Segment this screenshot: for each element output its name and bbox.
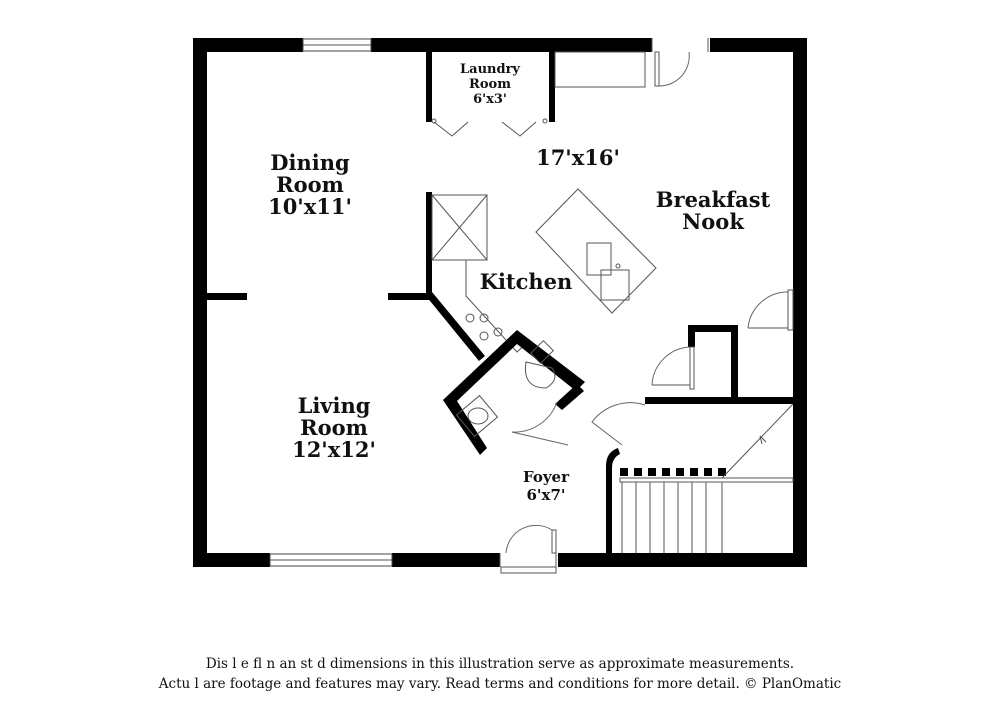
range-icon [465,313,503,341]
stair-railing [620,468,726,476]
breakfast-nook-label-2: Nook [682,209,744,234]
living-room-label: Living [298,393,371,418]
partial-wall-left [207,293,247,300]
stairs [606,403,794,553]
dining-room-label-2: Room [276,172,344,197]
kitchen-island [535,188,657,314]
living-room-label-2: Room [300,415,368,440]
half-bath [443,330,585,455]
living-room-size: 12'x12' [292,437,376,462]
kitchen-label: Kitchen [480,269,573,294]
foyer-label: Foyer [523,468,570,486]
sink-icon-bath [455,394,499,438]
window-living [269,552,393,568]
back-door [651,36,710,87]
laundry-room-label-2: Room [469,77,511,92]
partial-wall-right [388,293,428,300]
dining-room-label: Dining [270,150,350,175]
laundry-room-label: Laundry [460,62,520,77]
disclaimer-line-2: Actu l are footage and features may vary… [158,676,842,692]
toilet-icon [524,339,556,389]
laundry-room-size: 6'x3' [473,92,507,107]
breakfast-nook-label: Breakfast [656,187,771,212]
laundry-room-walls [426,51,646,137]
closet-walls [591,289,797,446]
sink-icon [586,242,630,301]
kitchen-area-size: 17'x16' [536,145,620,170]
disclaimer-line-1: Dis l e fl n an st d dimensions in this … [205,656,795,672]
window-dining [302,37,372,53]
foyer-size: 6'x7' [526,486,565,504]
exterior-walls [193,38,807,567]
dining-room-size: 10'x11' [268,194,352,219]
kitchen-walls [426,192,531,361]
front-door [499,524,558,574]
